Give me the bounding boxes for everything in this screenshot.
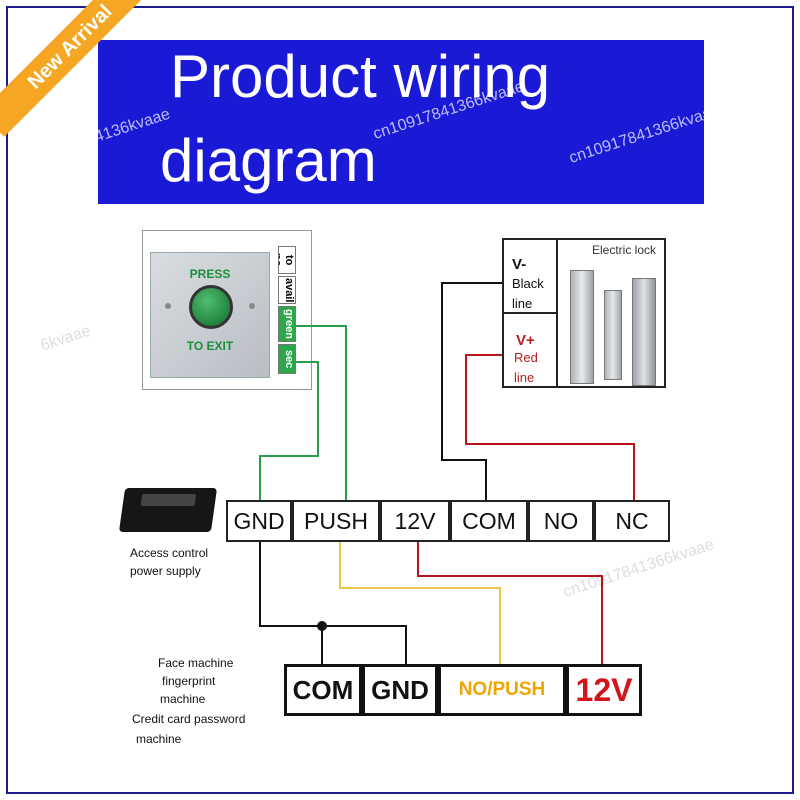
screw-icon <box>165 303 171 309</box>
title-banner: Product wiring diagram cn10917841366kvaa… <box>76 40 722 204</box>
black-wire <box>441 282 502 500</box>
device-label: machine <box>136 732 182 746</box>
terminal-12v: 12V <box>380 500 450 542</box>
device-label: Credit card password <box>132 712 246 726</box>
magnetic-lock-image <box>604 290 622 380</box>
electric-lock-box: V- Black line V+ Red line Electric lock <box>502 238 666 388</box>
terminal-com: COM <box>450 500 528 542</box>
magnetic-lock-image <box>632 278 656 386</box>
terminal-no: NO <box>528 500 594 542</box>
green-wire <box>296 325 347 500</box>
device-terminal-12v: 12V <box>566 664 642 716</box>
yellow-wire <box>339 542 501 664</box>
electric-lock-title: Electric lock <box>591 243 656 257</box>
black-line-label: Black line <box>512 276 544 311</box>
device-terminal-gnd: GND <box>362 664 438 716</box>
outer-frame <box>6 6 794 794</box>
press-label: PRESS <box>189 267 231 281</box>
green-button-knob <box>189 285 233 329</box>
divider <box>504 312 558 314</box>
device-terminal-com: COM <box>284 664 362 716</box>
v-plus-label: V+ <box>516 332 535 349</box>
junction-dot <box>317 621 327 631</box>
device-terminal-no-push: NO/PUSH <box>438 664 566 716</box>
terminal-push: PUSH <box>292 500 380 542</box>
terminal-label: avail <box>278 276 296 304</box>
red-line-label: Red line <box>514 350 538 385</box>
exit-label: TO EXIT <box>186 339 234 353</box>
device-label: machine <box>160 692 206 706</box>
terminal-gnd: GND <box>226 500 292 542</box>
terminal-label: to no <box>278 246 296 274</box>
red-wire <box>465 354 635 500</box>
black-wire <box>259 542 407 664</box>
red-wire <box>417 542 603 664</box>
title-line-2: diagram <box>160 127 377 194</box>
magnetic-lock-image <box>570 270 594 384</box>
v-minus-label: V- <box>512 256 527 273</box>
terminal-nc: NC <box>594 500 670 542</box>
title-line-1: Product wiring <box>170 43 551 110</box>
screw-icon <box>249 303 255 309</box>
terminal-label: green <box>278 306 296 342</box>
green-wire <box>259 361 319 500</box>
device-label: Face machine <box>158 656 234 670</box>
device-label: fingerprint <box>162 674 216 688</box>
exit-button-plate: PRESS TO EXIT <box>150 252 270 378</box>
terminal-label: sec <box>278 344 296 374</box>
power-supply-label: Access control power supply <box>130 546 209 578</box>
